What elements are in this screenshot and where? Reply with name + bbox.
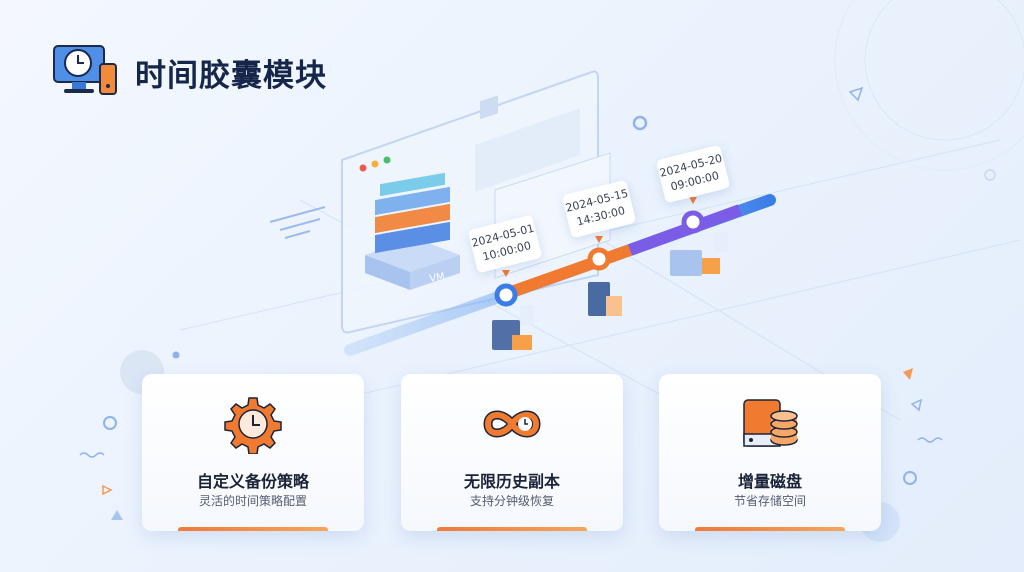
feature-subtitle: 支持分钟级恢复: [469, 494, 554, 508]
monitor-clock-icon: [53, 45, 117, 95]
feature-card-backup-policy[interactable]: 自定义备份策略 灵活的时间策略配置: [142, 374, 364, 531]
snapshot-node-2: [587, 247, 611, 271]
server-folder-icon: [492, 305, 534, 350]
server-document-icon: [588, 282, 622, 316]
card-accent-bar: [695, 527, 845, 531]
vm-stack-icon: VM: [365, 172, 460, 290]
timeline-illustration: VM: [341, 70, 776, 356]
feature-title: 增量磁盘: [737, 472, 802, 491]
feature-title: 自定义备份策略: [196, 472, 309, 491]
feature-card-incremental-disk[interactable]: 增量磁盘 节省存储空间: [659, 374, 881, 531]
feature-subtitle: 灵活的时间策略配置: [198, 494, 307, 508]
feature-subtitle: 节省存储空间: [733, 494, 806, 508]
feature-title: 无限历史副本: [463, 472, 560, 491]
feature-card-history[interactable]: 无限历史副本 支持分钟级恢复: [401, 374, 623, 531]
card-accent-bar: [437, 527, 587, 531]
page-title: 时间胶囊模块: [135, 58, 327, 94]
infinity-clock-icon: [483, 410, 541, 438]
gear-clock-icon: [224, 397, 282, 454]
disk-database-icon: [743, 399, 798, 447]
database-folder-icon: [670, 232, 728, 276]
card-accent-bar: [178, 527, 328, 531]
vm-label: VM: [429, 271, 446, 285]
snapshot-node-3: [681, 210, 705, 234]
snapshot-node-1: [494, 283, 518, 307]
